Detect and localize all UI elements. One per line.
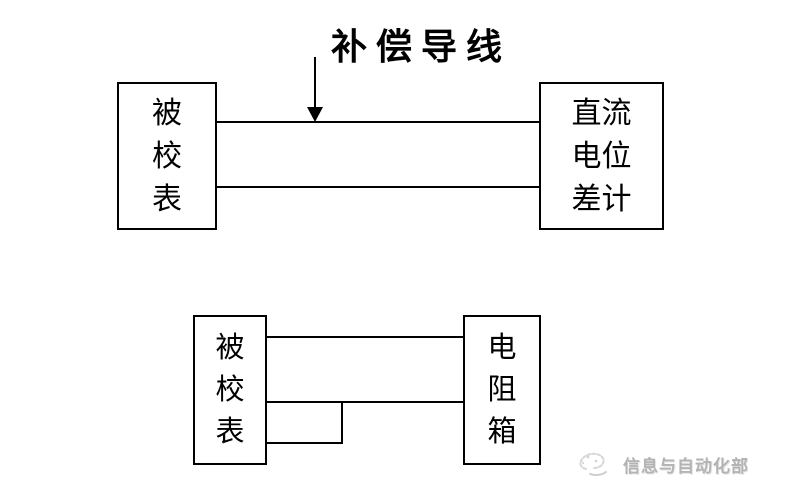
box-label-line: 表 (215, 416, 245, 448)
box-label-line: 表 (152, 182, 182, 216)
watermark-logo-icon (579, 452, 607, 477)
calibrated-meter-box-bottom: 被 校 表 (193, 315, 267, 465)
wire-top-lower (217, 186, 539, 188)
dc-potentiometer-box: 直流 电位 差计 (539, 82, 664, 230)
box-label-line: 差计 (571, 182, 632, 216)
down-arrow-icon (307, 107, 323, 122)
compensation-wire-label: 补偿导线 (331, 27, 512, 67)
box-label-line: 校 (215, 374, 245, 406)
wire-bottom-middle (267, 401, 463, 403)
wire-bottom-vertical (341, 401, 343, 444)
box-label-line: 校 (152, 139, 182, 173)
wire-bottom-stub (267, 442, 343, 444)
down-arrow-line (314, 57, 316, 108)
wire-bottom-upper (267, 336, 463, 338)
box-label-line: 直流 (571, 96, 632, 130)
wire-top-upper (217, 121, 539, 123)
box-label-line: 被 (152, 96, 182, 130)
calibrated-meter-box-top: 被 校 表 (117, 82, 217, 230)
box-label-line: 箱 (487, 416, 517, 448)
resistance-box: 电 阻 箱 (463, 315, 541, 465)
box-label-line: 阻 (487, 374, 517, 406)
box-label-line: 电 (487, 332, 517, 364)
box-label-line: 被 (215, 332, 245, 364)
watermark: 信息与自动化部 (576, 447, 749, 481)
watermark-text: 信息与自动化部 (623, 456, 749, 476)
box-label-line: 电位 (571, 139, 632, 173)
